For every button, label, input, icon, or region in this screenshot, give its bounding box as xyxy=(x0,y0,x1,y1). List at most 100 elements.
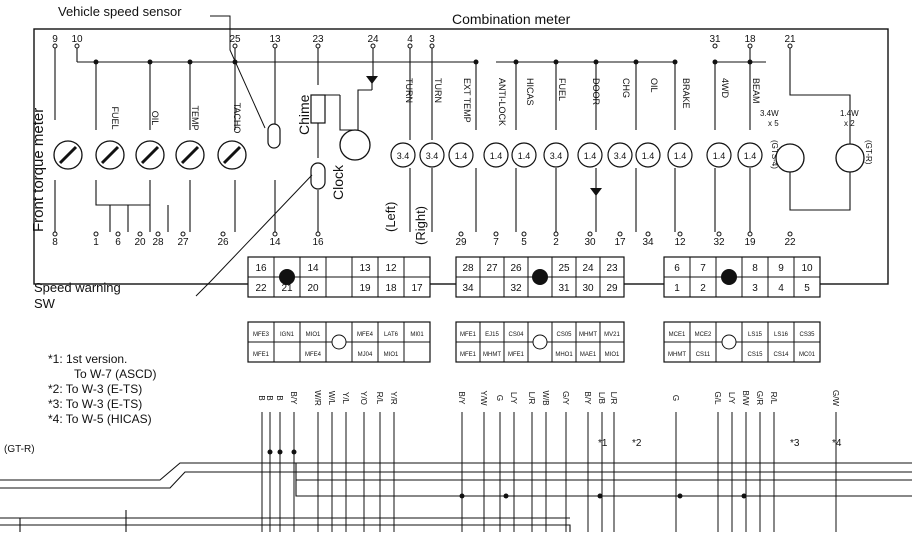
connector-1-top-pin: 16 xyxy=(255,263,267,274)
connector-3-top-pin: 10 xyxy=(801,263,813,274)
junction-dot xyxy=(633,59,639,65)
reference-mark: *1 xyxy=(598,438,608,449)
connector-3-top-pin: 6 xyxy=(674,263,680,274)
gauge-label: FUEL xyxy=(110,106,120,129)
lamp-circle xyxy=(667,142,693,168)
connector-2-bottom-pin: 32 xyxy=(510,283,522,294)
lamp-rating: 1.4 xyxy=(674,151,687,161)
junction-dot xyxy=(712,59,718,65)
bottom-pin-number: 26 xyxy=(217,237,229,248)
wire-color: G xyxy=(671,395,680,401)
harness-connector-2-top-code: MV21 xyxy=(604,332,620,338)
bottom-pin-number: 17 xyxy=(614,237,626,248)
junction-dot xyxy=(93,59,99,65)
illum-name: (GT-R) xyxy=(864,140,873,165)
harness-connector-2-top-code: MHMT xyxy=(579,332,597,338)
gt-r-label: (GT-R) xyxy=(4,444,35,455)
bottom-pin-number: 14 xyxy=(269,237,281,248)
bottom-pin-number: 30 xyxy=(584,237,596,248)
bottom-pin-number: 27 xyxy=(177,237,189,248)
illumination-lamp-gtr xyxy=(835,143,865,173)
vehicle-speed-sensor-label: Vehicle speed sensor xyxy=(58,4,182,19)
harness-connector-2-bottom-code: MFE1 xyxy=(460,352,477,358)
junction-dot xyxy=(513,59,519,65)
bottom-pin-dot xyxy=(716,231,722,237)
gauge-label: TEMP xyxy=(190,105,200,130)
illum-count: x 2 xyxy=(844,119,855,128)
lamp-circle xyxy=(483,142,509,168)
bottom-pin-number: 6 xyxy=(115,237,121,248)
lamp-label: TURN xyxy=(404,78,414,103)
speed-warning-switch xyxy=(310,162,326,190)
connector-3-bottom-pin: 1 xyxy=(674,283,680,294)
connector-2-bottom-pin: 34 xyxy=(462,283,474,294)
lamp-label: 4WD xyxy=(720,78,730,99)
connector-3-top-pin: 8 xyxy=(752,263,758,274)
lamp-label: FUEL xyxy=(557,78,567,101)
connector-3-top-pin: 7 xyxy=(700,263,706,274)
harness-connector-1-top-code: MFE3 xyxy=(253,332,270,338)
top-pin-number: 25 xyxy=(229,34,241,45)
wire-color: L/B xyxy=(597,392,606,404)
bottom-pin-dot xyxy=(315,231,321,237)
gauge-needle xyxy=(180,145,200,165)
harness-connector-3-key xyxy=(721,334,737,350)
speed-warning-label: Speed warning SW xyxy=(34,280,121,312)
lamp-rating: 1.4 xyxy=(713,151,726,161)
harness-lines xyxy=(0,462,912,532)
harness-connector-1-top-code: IGN1 xyxy=(280,332,295,338)
left-label: (Left) xyxy=(383,201,398,232)
lamp-circle xyxy=(607,142,633,168)
bottom-pin-number: 7 xyxy=(493,237,499,248)
lamp-circle xyxy=(577,142,603,168)
connector-1-key xyxy=(279,269,295,285)
harness-connector-2-bottom-code: MHMT xyxy=(483,352,501,358)
bottom-pin-number: 5 xyxy=(521,237,527,248)
harness-connector-1-top-code: MIO1 xyxy=(306,332,321,338)
harness-connector-1-bottom-code: MIO1 xyxy=(384,352,399,358)
lamp-circle xyxy=(448,142,474,168)
top-pin-dot xyxy=(74,43,80,49)
bottom-pin-dot xyxy=(93,231,99,237)
wire-color: W/R xyxy=(313,390,322,406)
top-pin-dot xyxy=(52,43,58,49)
top-pin-number: 9 xyxy=(52,34,58,45)
wire-color: B/Y xyxy=(583,392,592,406)
connector-2-top-pin: 23 xyxy=(606,263,618,274)
wire-color: Y/O xyxy=(359,391,368,405)
top-pin-dot xyxy=(747,43,753,49)
lamp-circle xyxy=(419,142,445,168)
speed-sensor-symbol xyxy=(267,123,281,149)
connector-1-top-pin: 14 xyxy=(307,263,319,274)
harness-connector-3-bottom-code: CS15 xyxy=(747,352,763,358)
lamp-label: BRAKE xyxy=(681,78,691,109)
harness-connector-2-bottom-code: MIO1 xyxy=(605,352,620,358)
connector-1-top-pin: 12 xyxy=(385,263,397,274)
bottom-pin-dot xyxy=(115,231,121,237)
harness-connector-3-top-code: LS15 xyxy=(748,332,763,338)
bottom-pin-number: 34 xyxy=(642,237,654,248)
connector-1-top-pin: 13 xyxy=(359,263,371,274)
wire-color: L/Y xyxy=(727,392,736,405)
junction-dot xyxy=(473,59,479,65)
bottom-pin-dot xyxy=(180,231,186,237)
bottom-pin-dot xyxy=(272,231,278,237)
illum-rating: 1.4W xyxy=(840,109,859,118)
top-pin-dot xyxy=(712,43,718,49)
top-pin-dot xyxy=(787,43,793,49)
chime-resistor xyxy=(310,94,326,124)
wire-color: L/R xyxy=(609,392,618,405)
right-label: (Right) xyxy=(413,205,428,245)
splice-dot xyxy=(267,449,273,455)
junction-dot xyxy=(672,59,678,65)
lamp-label: EXT TEMP xyxy=(462,78,472,123)
connector-1-bottom-pin: 20 xyxy=(307,283,319,294)
illum-count: x 5 xyxy=(768,119,779,128)
bottom-pin-number: 19 xyxy=(744,237,756,248)
bottom-pin-number: 12 xyxy=(674,237,686,248)
top-pin-dot xyxy=(315,43,321,49)
wire-color: B xyxy=(257,395,266,400)
note-2: *2: To W-3 (E-TS) xyxy=(48,382,143,396)
